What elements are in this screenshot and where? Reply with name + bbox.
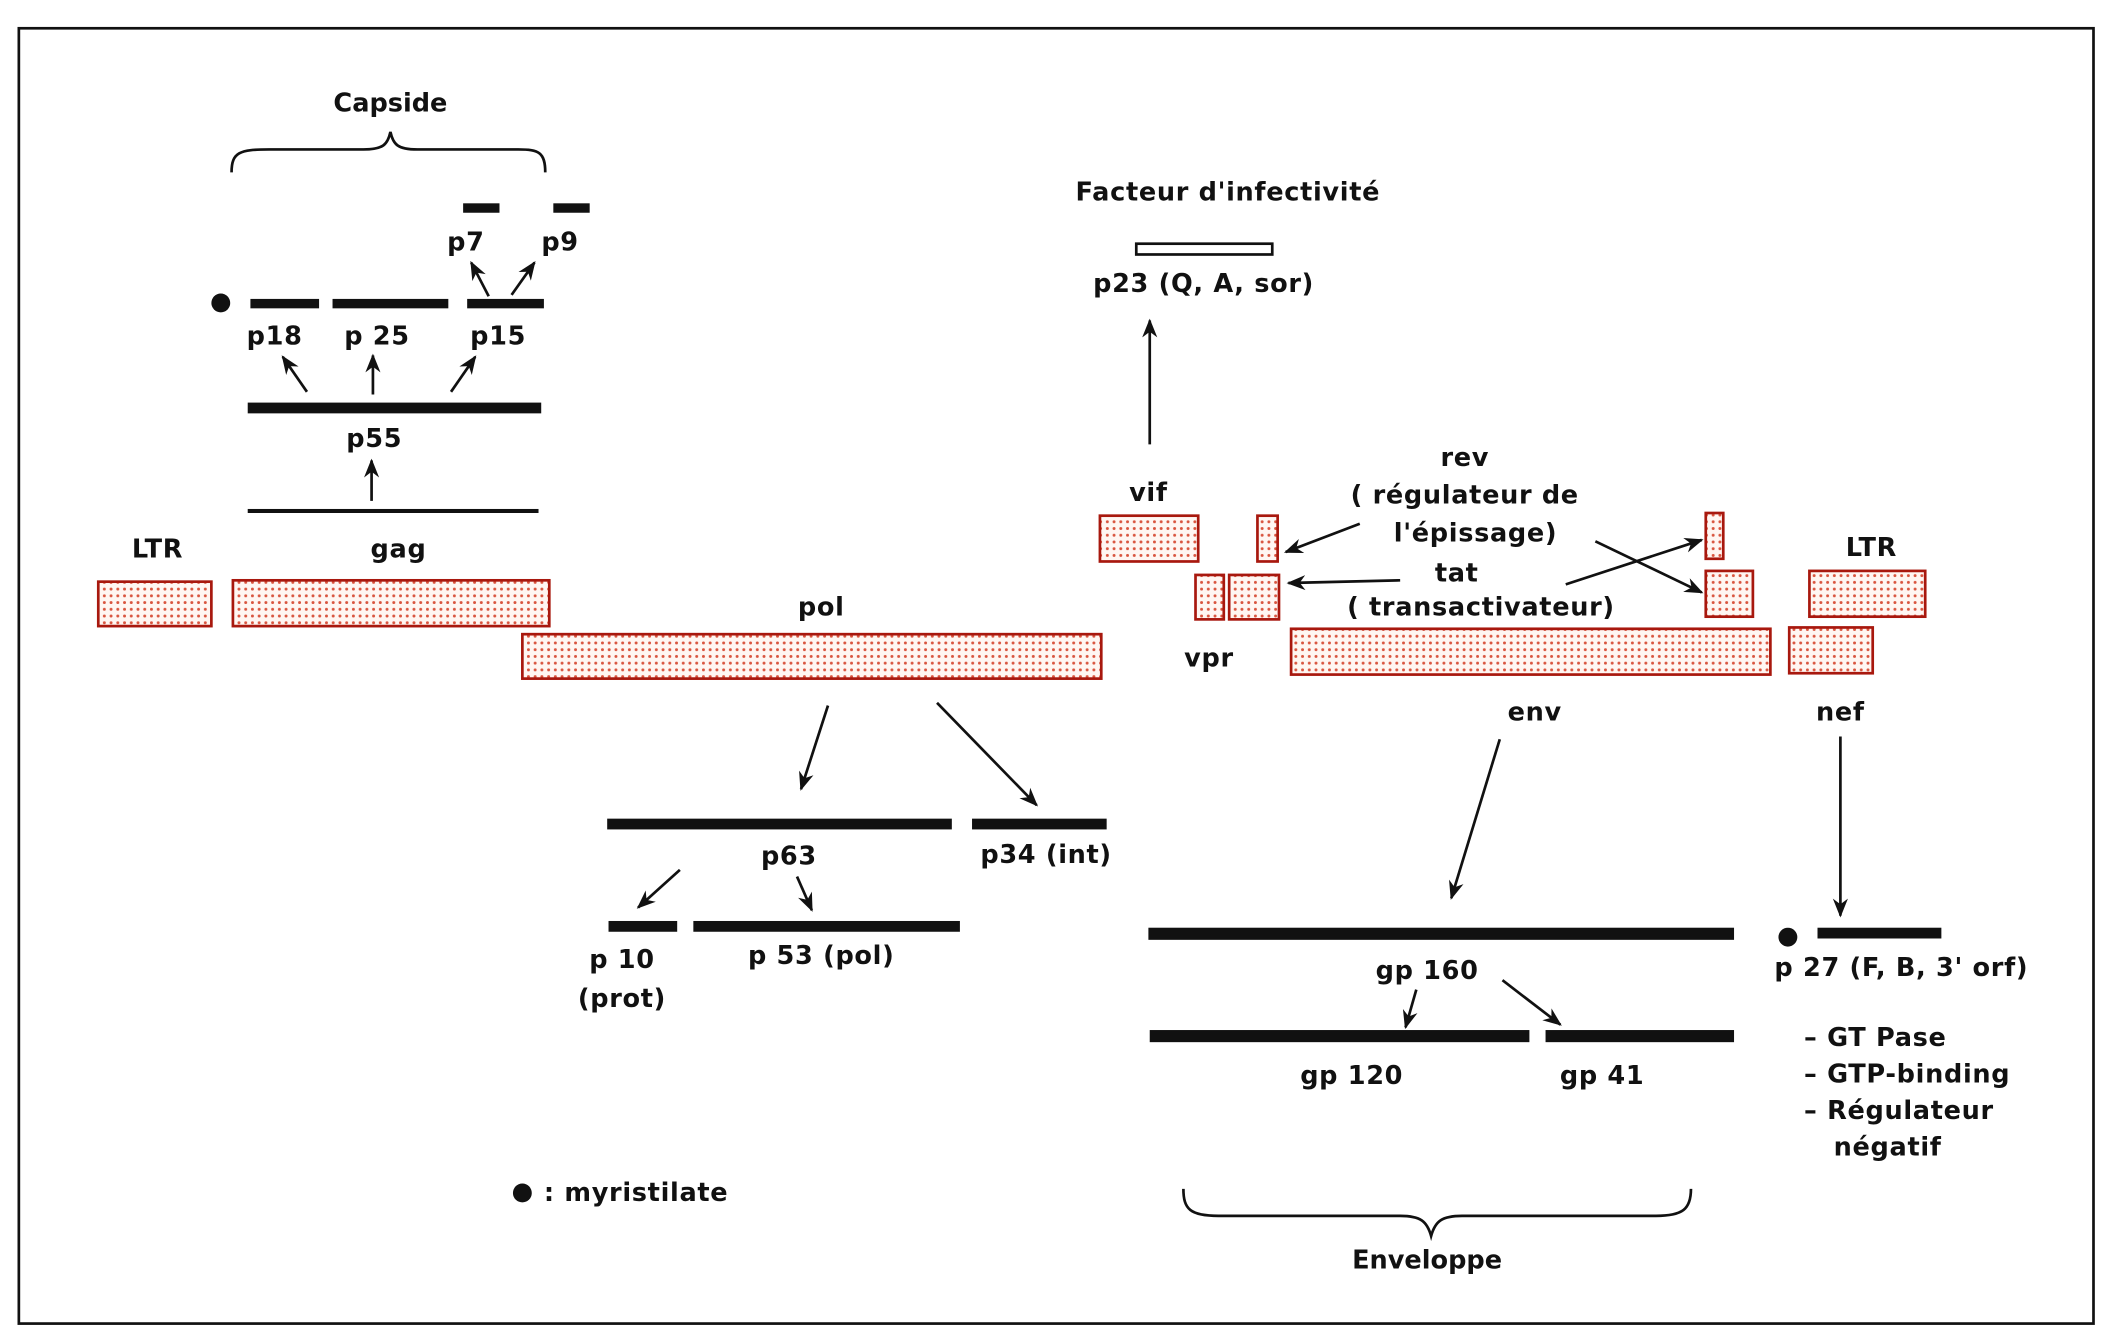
gene-boxes (96, 511, 1927, 680)
gene-vif (1098, 514, 1200, 563)
label-p7: p7 (447, 227, 484, 257)
label-gp41: gp 41 (1560, 1061, 1644, 1091)
arrow-p63-to-p53 (795, 876, 814, 912)
arrow-p15-to-p9 (510, 261, 536, 296)
bar-p34 (972, 818, 1107, 830)
gene-vpr (1194, 573, 1226, 621)
label-p34: p34 (int) (980, 840, 1111, 870)
label-ltr-3: LTR (1846, 533, 1897, 563)
gene-ltr-5 (96, 580, 213, 628)
arrow-p15-to-p7 (470, 260, 490, 297)
bar-p23-open (1134, 242, 1274, 256)
bar-gp120 (1149, 1030, 1530, 1043)
gene-pol (521, 632, 1103, 680)
label-p18: p18 (247, 322, 303, 352)
bar-p7 (463, 203, 500, 213)
pol-products (607, 818, 1107, 932)
label-facteur-infectivite: Facteur d'infectivité (1076, 178, 1381, 208)
label-p15: p15 (470, 322, 526, 352)
label-p23: p23 (Q, A, sor) (1093, 269, 1314, 299)
bar-p27 (1817, 927, 1942, 939)
label-gp160: gp 160 (1376, 956, 1479, 986)
label-p63: p63 (761, 841, 817, 871)
bar-p9 (553, 203, 590, 213)
label-p9: p9 (541, 227, 578, 257)
gag-arrows (281, 260, 536, 501)
brace-capside (230, 131, 547, 173)
bar-p18 (250, 298, 320, 309)
gene-env (1289, 627, 1772, 676)
legend-myristilate-text: : myristilate (544, 1178, 728, 1208)
arrow-gp160-to-gp120 (1402, 989, 1418, 1030)
gene-gag (231, 578, 551, 628)
bar-gp41 (1545, 1030, 1735, 1043)
label-tat: tat (1435, 559, 1479, 589)
bar-p15 (467, 298, 544, 309)
arrow-tat-to-exon1 (1286, 575, 1401, 591)
nef-function-1: – GT Pase (1804, 1023, 1947, 1053)
gene-rev-exon2 (1704, 511, 1725, 561)
label-nef: nef (1816, 697, 1865, 727)
label-rev-desc-2: l'épissage) (1394, 518, 1557, 548)
label-gag: gag (371, 534, 427, 564)
label-vif: vif (1129, 478, 1168, 508)
legend-myristilate-dot (512, 1183, 532, 1203)
gene-rev-exon1 (1256, 514, 1279, 563)
label-p10: p 10 (589, 945, 655, 975)
gene-ltr-3 (1808, 569, 1927, 619)
env-products (1148, 927, 1735, 1043)
env-arrows (1402, 738, 1562, 1030)
label-rev: rev (1440, 443, 1489, 473)
arrow-env-to-gp160 (1449, 738, 1502, 900)
nef-function-2: – GTP-binding (1804, 1060, 2010, 1090)
splice-arrows (1283, 522, 1704, 594)
pol-arrows (636, 701, 1038, 912)
brace-enveloppe (1182, 1188, 1693, 1242)
bar-gp160 (1148, 927, 1735, 940)
label-p53: p 53 (pol) (748, 941, 894, 971)
label-p25: p 25 (344, 322, 410, 352)
title-capside: Capside (333, 89, 447, 119)
label-p55: p55 (346, 424, 402, 454)
arrow-p55-to-p18 (281, 355, 309, 393)
arrow-p63-to-p10 (636, 868, 681, 909)
title-enveloppe: Enveloppe (1352, 1245, 1502, 1275)
gene-tat-exon2 (1704, 569, 1755, 619)
bar-p63 (607, 818, 952, 830)
arrow-gp160-to-gp41 (1501, 979, 1562, 1026)
arrow-tat-to-exon2 (1565, 538, 1704, 586)
label-ltr-5: LTR (132, 534, 183, 564)
bar-p55 (247, 402, 542, 414)
arrow-rev-to-exon2 (1594, 540, 1704, 594)
label-p27: p 27 (F, B, 3' orf) (1774, 953, 2028, 983)
myristilate-dot-p18 (211, 293, 231, 313)
label-vpr: vpr (1184, 643, 1234, 673)
myristilate-dot-p27 (1778, 927, 1798, 947)
arrow-p55-to-p15 (449, 355, 477, 393)
bar-p25 (332, 298, 449, 309)
arrow-pol-to-p34 (936, 701, 1038, 807)
label-tat-desc: ( transactivateur) (1347, 592, 1615, 622)
nef-function-3: – Régulateur (1804, 1096, 1994, 1126)
bar-p10 (608, 920, 678, 932)
arrow-rev-to-exon1 (1283, 522, 1361, 554)
diagram-frame (17, 26, 2095, 1325)
nef-function-4: négatif (1834, 1132, 1942, 1162)
gene-tat-exon1 (1227, 573, 1281, 621)
arrow-pol-to-p63 (799, 705, 830, 791)
gag-products (247, 203, 590, 514)
gene-nef (1787, 626, 1875, 675)
label-gp120: gp 120 (1300, 1061, 1403, 1091)
bar-p53 (693, 920, 960, 932)
label-env: env (1508, 697, 1562, 727)
label-pol: pol (798, 592, 845, 622)
bar-gag-precursor (247, 508, 539, 514)
label-rev-desc-1: ( régulateur de (1351, 481, 1579, 511)
label-p10-desc: (prot) (578, 984, 666, 1014)
